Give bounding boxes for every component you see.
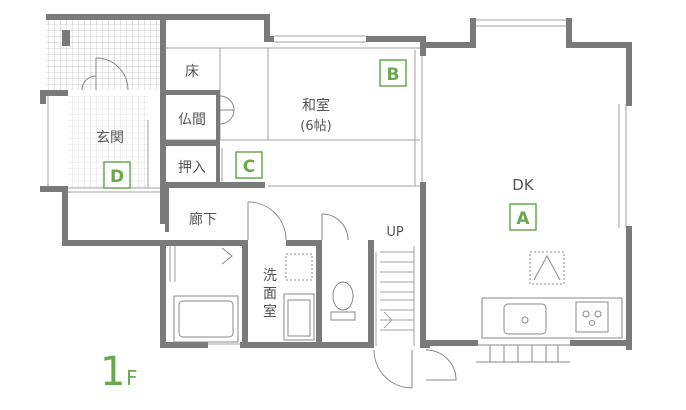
room-label-washitsu-size: (6帖) <box>300 119 331 134</box>
marker-b: B <box>379 59 407 87</box>
room-label-toko: 床 <box>185 64 199 80</box>
marker-a-text: A <box>516 209 530 229</box>
doors <box>81 57 457 389</box>
fixtures <box>173 251 623 363</box>
marker-d: D <box>103 161 131 189</box>
room-label-senmen-3: 室 <box>263 303 277 320</box>
marker-c-text: C <box>243 157 255 177</box>
stairs-up-label: UP <box>386 225 404 240</box>
floor-number: 1 <box>100 349 125 395</box>
walls <box>40 14 632 350</box>
room-label-washitsu: 和室 <box>302 97 330 114</box>
marker-a: A <box>509 203 537 231</box>
room-label-senmen-1: 洗 <box>263 268 277 284</box>
floor-suffix: F <box>126 366 138 390</box>
room-label-senmen-2: 面 <box>263 286 277 302</box>
room-label-genkan: 玄関 <box>96 129 124 146</box>
room-label-dk: DK <box>512 176 535 194</box>
room-label-butsuma: 仏間 <box>178 112 206 128</box>
marker-d-text: D <box>110 167 124 187</box>
room-label-rouka: 廊下 <box>189 211 217 228</box>
stairs <box>375 246 415 346</box>
room-label-oshiire: 押入 <box>178 160 206 176</box>
marker-b-text: B <box>387 65 400 85</box>
marker-c: C <box>235 151 263 179</box>
